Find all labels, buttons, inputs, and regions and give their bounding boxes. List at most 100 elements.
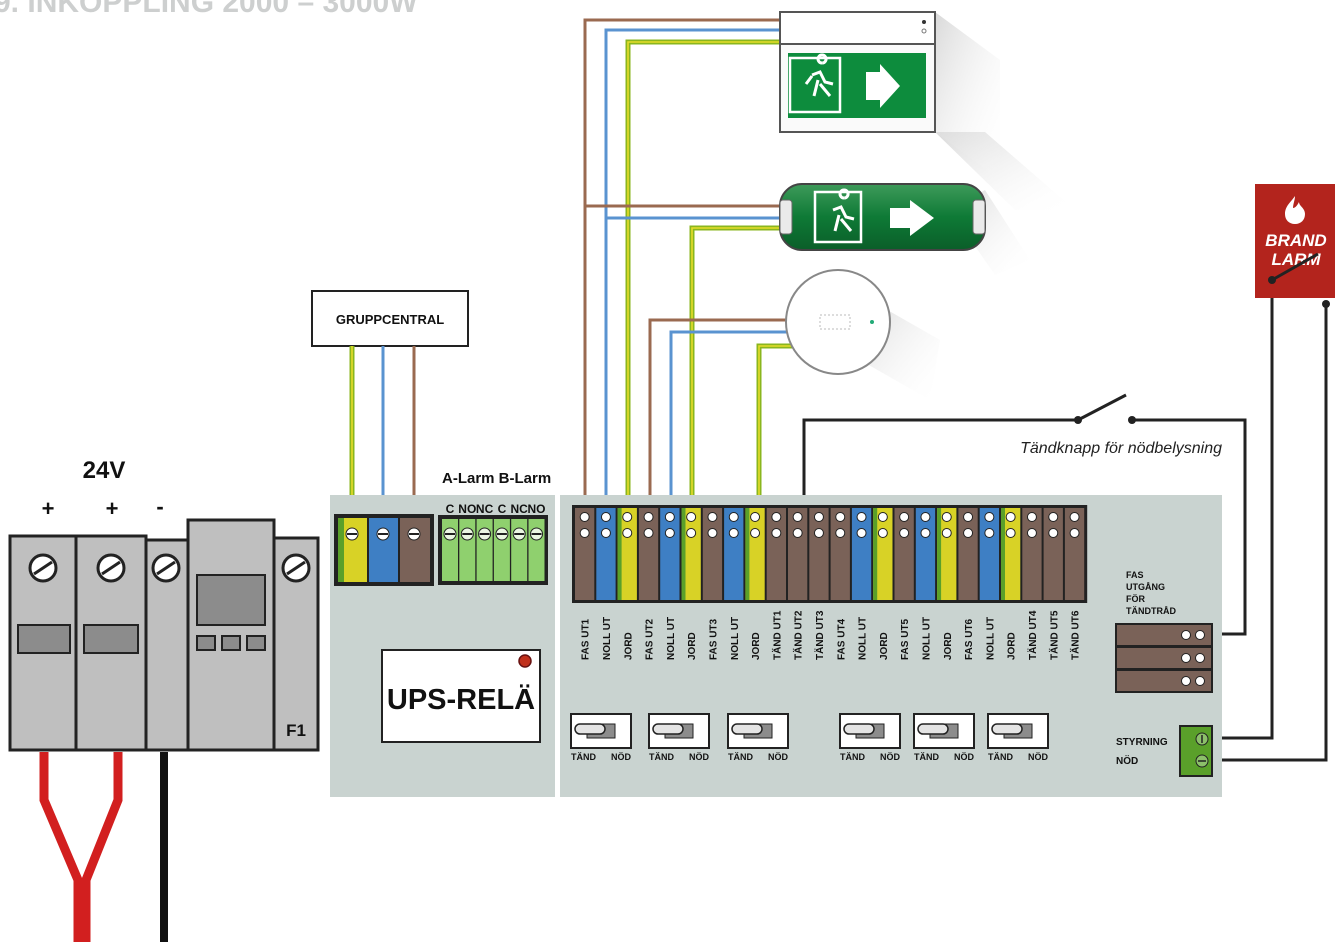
- terminal-label: JORD: [943, 632, 954, 660]
- alarm-contact-label: C: [498, 502, 507, 516]
- terminal-screw: [686, 512, 697, 522]
- terminal-screw: [941, 512, 952, 522]
- terminal-screw: [1069, 528, 1080, 538]
- switch-label-nod: NÖD: [768, 752, 789, 762]
- terminal-screw: [579, 512, 590, 522]
- terminal-earth-stripe: [681, 508, 686, 600]
- terminal-block: [851, 508, 872, 600]
- terminal-screw: [643, 528, 654, 538]
- mode-switch-knob[interactable]: [574, 723, 606, 735]
- tand-output-line-4: TÄNDTRÅD: [1126, 606, 1176, 616]
- tand-output-block: FAS UTGÅNG FÖR TÄNDTRÅD: [1115, 570, 1213, 693]
- breaker-modules: [8, 518, 320, 752]
- terminal-screw: [984, 512, 995, 522]
- minus-label: -: [156, 494, 163, 519]
- terminal-screw: [728, 512, 739, 522]
- terminal-screw: [1048, 528, 1059, 538]
- mode-switch-knob[interactable]: [731, 723, 763, 735]
- terminal-earth-stripe: [873, 508, 878, 600]
- tand-output-line-3: FÖR: [1126, 594, 1145, 604]
- brand-label-1: BRAND: [1265, 231, 1326, 250]
- terminal-block: [724, 508, 744, 600]
- terminal-screw: [813, 528, 824, 538]
- terminal-block: [1043, 508, 1063, 600]
- terminal-screw: [771, 512, 782, 522]
- control-label-styrning: STYRNING: [1116, 737, 1168, 748]
- terminal-block: [660, 508, 680, 600]
- switch-label-tand: TÄND: [988, 752, 1013, 762]
- terminal-screw: [963, 528, 974, 538]
- alarm-title: A-Larm B-Larm: [442, 470, 551, 487]
- fuse-label: F1: [286, 721, 306, 740]
- ups-relay-label: UPS-RELÄ: [387, 683, 535, 716]
- mode-switch-knob[interactable]: [843, 723, 875, 735]
- terminal-screw: [1048, 512, 1059, 522]
- terminal-screw: [579, 528, 590, 538]
- terminal-label: TÄND UT5: [1047, 610, 1060, 660]
- push-button-label: Tändknapp för nödbelysning: [1020, 440, 1222, 457]
- terminal-screw: [877, 512, 888, 522]
- brand-label-2: LARM: [1271, 250, 1321, 269]
- terminal-label: FAS UT5: [900, 618, 911, 660]
- terminal-label: NOLL UT: [985, 617, 996, 660]
- terminal-screw: [728, 528, 739, 538]
- mode-switch-knob[interactable]: [917, 723, 949, 735]
- terminal-block: [1022, 508, 1042, 600]
- terminal-block: [638, 508, 659, 600]
- push-button-switch: [1074, 393, 1136, 424]
- ups-relay: UPS-RELÄ: [381, 649, 541, 743]
- power-labels: 24V + + -: [42, 457, 164, 521]
- terminal-screw: [1026, 512, 1037, 522]
- terminal-rail: [572, 505, 1088, 603]
- terminal-screw: [835, 512, 846, 522]
- terminal-screw: [792, 512, 803, 522]
- terminal-block: [617, 508, 637, 600]
- terminal-screw: [792, 528, 803, 538]
- fixture-wiring: [583, 18, 1328, 762]
- input-terminal-block: [334, 514, 434, 586]
- terminal-block: [958, 508, 978, 600]
- terminal-label: FAS UT3: [708, 618, 719, 660]
- switch-label-tand: TÄND: [914, 752, 939, 762]
- control-label-nod: NÖD: [1116, 754, 1138, 767]
- terminal-screw: [622, 512, 633, 522]
- terminal-screw: [813, 512, 824, 522]
- terminal-label: NOLL UT: [602, 617, 613, 660]
- terminal-block: [575, 508, 595, 600]
- terminal-screw: [707, 512, 718, 522]
- terminal-block: [788, 508, 808, 600]
- terminal-label: NOLL UT: [730, 617, 741, 660]
- terminal-screw: [941, 528, 952, 538]
- terminal-screw: [1069, 512, 1080, 522]
- exit-sign-box: [779, 11, 1075, 210]
- plus-label-1: +: [42, 496, 55, 521]
- terminal-screw: [835, 528, 846, 538]
- terminal-label: TÄND UT1: [770, 610, 783, 660]
- brand-larm-contact: [1268, 252, 1330, 308]
- tand-output-line-2: UTGÅNG: [1126, 582, 1165, 592]
- alarm-contact-label: NC: [476, 502, 494, 516]
- gruppcentral: GRUPPCENTRAL: [311, 290, 469, 520]
- terminal-label: JORD: [687, 632, 698, 660]
- switch-label-nod: NÖD: [689, 752, 710, 762]
- switch-label-tand: TÄND: [840, 752, 865, 762]
- exit-sign-tube: [779, 183, 1030, 275]
- terminal-label: FAS UT6: [964, 618, 975, 660]
- terminal-earth-stripe: [937, 508, 942, 600]
- terminal-label: FAS UT4: [836, 618, 847, 660]
- terminal-screw: [600, 528, 611, 538]
- terminal-earth-stripe: [745, 508, 750, 600]
- terminal-screw: [622, 528, 633, 538]
- terminal-screw: [600, 512, 611, 522]
- switch-label-nod: NÖD: [954, 752, 975, 762]
- terminal-screw: [664, 512, 675, 522]
- mode-switch-knob[interactable]: [991, 723, 1023, 735]
- terminal-earth-stripe: [1001, 508, 1005, 600]
- terminal-block: [873, 508, 893, 600]
- terminal-screw: [856, 512, 867, 522]
- terminal-block: [894, 508, 914, 600]
- mode-switch-knob[interactable]: [652, 723, 684, 735]
